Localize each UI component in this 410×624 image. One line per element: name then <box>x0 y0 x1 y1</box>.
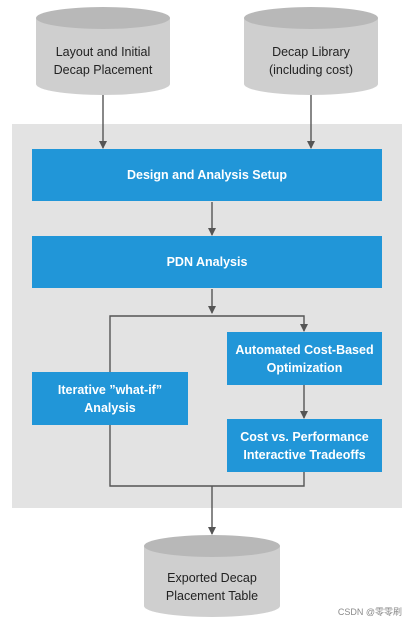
merge-line <box>109 425 305 487</box>
library-cylinder <box>244 7 378 95</box>
library-input-label: Decap Library (including cost) <box>268 45 354 77</box>
layout-input-label: Layout and Initial Decap Placement <box>53 45 153 77</box>
whatif-analysis-step: Iterative ”what-if” Analysis <box>32 372 188 425</box>
tradeoffs-step: Cost vs. Performance Interactive Tradeof… <box>227 419 382 472</box>
layout-cylinder <box>36 7 170 95</box>
arrow-split-branches <box>109 315 308 372</box>
pdn-analysis-step: PDN Analysis <box>32 236 382 288</box>
watermark: CSDN @零零刷 <box>337 607 402 617</box>
setup-step: Design and Analysis Setup <box>32 149 382 201</box>
output-table-label: Exported Decap Placement Table <box>165 571 259 603</box>
output-cylinder <box>144 535 280 617</box>
automated-optimization-step: Automated Cost-Based Optimization <box>227 332 382 385</box>
